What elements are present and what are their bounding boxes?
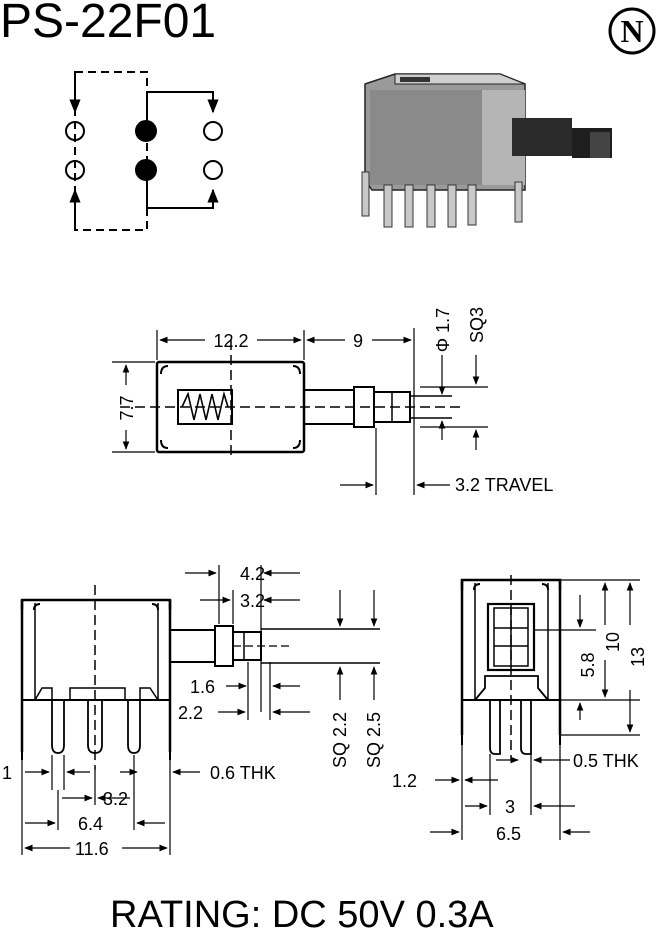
dim-4-2-label: 4.2 — [240, 564, 265, 584]
side-view-drawing — [20, 565, 380, 855]
dim-1-label: 1 — [2, 763, 12, 783]
dim-1-6-label: 1.6 — [190, 677, 215, 697]
dim-sq-label: SQ3 — [467, 307, 487, 343]
contact-terminal-open — [65, 121, 85, 141]
dim-2-2-label: 2.2 — [178, 703, 203, 723]
dim-travel-label: 3.2 TRAVEL — [455, 475, 553, 495]
dim-sq-2-2-label: SQ 2.2 — [330, 712, 350, 768]
dim-end-thk-label: 0.5 THK — [573, 751, 639, 771]
dim-height-label: 7.7 — [117, 395, 137, 420]
contact-terminal-open — [203, 121, 223, 141]
contact-common-filled — [135, 120, 157, 142]
dim-1-2-label: 1.2 — [392, 771, 417, 791]
dim-5-8-label: 5.8 — [578, 652, 598, 677]
dim-sq-2-5-label: SQ 2.5 — [364, 712, 384, 768]
contact-terminal-open — [203, 160, 223, 180]
end-view-drawing — [430, 575, 640, 840]
dim-pitch-3-2-label: 3.2 — [103, 789, 128, 809]
dim-width-label: 12.2 — [213, 331, 248, 351]
part-number-title: PS-22F01 — [0, 0, 217, 48]
dim-13-label: 13 — [628, 647, 648, 667]
dim-phi-label: Φ 1.7 — [433, 308, 453, 352]
dim-pitch-6-5-label: 6.5 — [496, 824, 521, 844]
contact-terminal-open — [65, 160, 85, 180]
dim-pitch-11-6-label: 11.6 — [75, 839, 109, 859]
logo-letter: N — [620, 13, 643, 49]
dim-pitch-3-label: 3 — [505, 797, 515, 817]
contact-common-filled — [135, 159, 157, 181]
dim-stem-label: 9 — [353, 331, 363, 351]
rating-text: RATING: DC 50V 0.3A — [110, 894, 494, 936]
n-brand-logo-icon: N — [608, 7, 656, 55]
dim-thk-label: 0.6 THK — [210, 763, 276, 783]
dim-10-label: 10 — [603, 632, 623, 652]
switch-product-illustration — [361, 73, 612, 228]
dim-3-2-label: 3.2 — [240, 591, 265, 611]
switch-schematic — [65, 71, 223, 231]
top-view-drawing — [112, 328, 488, 495]
dim-pitch-6-4-label: 6.4 — [78, 814, 103, 834]
